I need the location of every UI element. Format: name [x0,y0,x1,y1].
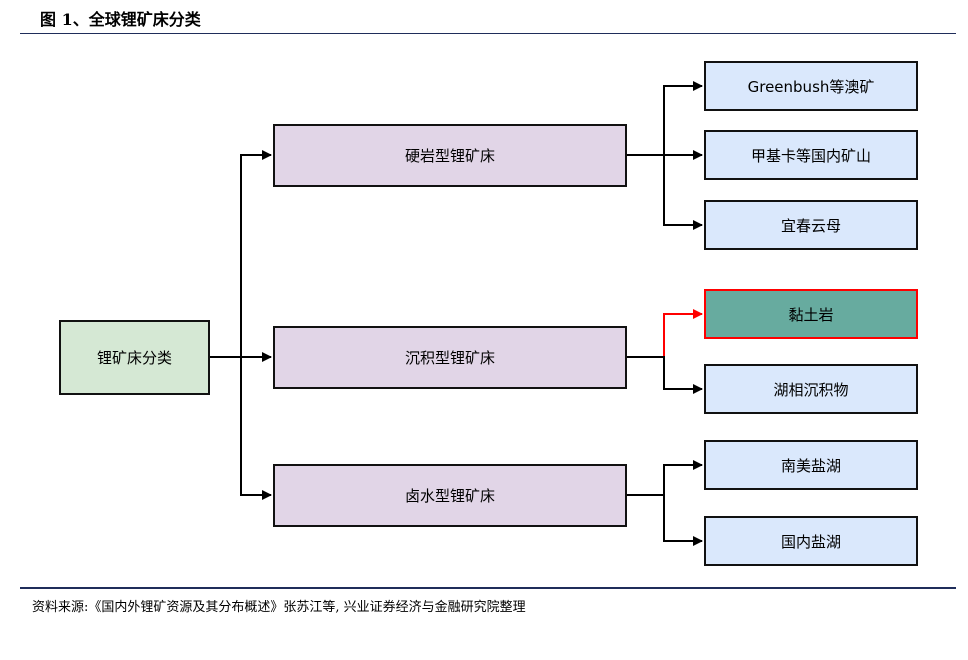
leaf-jiajika: 甲基卡等国内矿山 [704,130,918,180]
link-sedimentary-lacustrine [627,356,703,394]
link-hardrock-greenbush [627,81,703,156]
branch-sedimentary: 沉积型锂矿床 [273,326,627,389]
leaf-yichun-mica: 宜春云母 [704,200,918,250]
leaf-lacustrine: 湖相沉积物 [704,364,918,414]
figure-source: 资料来源:《国内外锂矿资源及其分布概述》张苏江等, 兴业证券经济与金融研究院整理 [32,600,526,615]
leaf-clay-highlighted: 黏土岩 [704,289,918,339]
link-root-hardrock [210,150,272,358]
branch-hard-rock: 硬岩型锂矿床 [273,124,627,187]
top-rule [20,33,956,34]
branch-brine: 卤水型锂矿床 [273,464,627,527]
link-hardrock-yichun [663,155,703,230]
link-root-brine [240,357,272,500]
figure-title: 图 1、全球锂矿床分类 [40,10,201,29]
leaf-greenbush: Greenbush等澳矿 [704,61,918,111]
root-node: 锂矿床分类 [59,320,210,395]
link-brine-southamerica [627,460,703,496]
leaf-domestic-salt-lake: 国内盐湖 [704,516,918,566]
link-brine-domestic [663,495,703,546]
bottom-rule [20,587,956,589]
leaf-south-america-salt-lake: 南美盐湖 [704,440,918,490]
link-sedimentary-clay [627,309,703,358]
